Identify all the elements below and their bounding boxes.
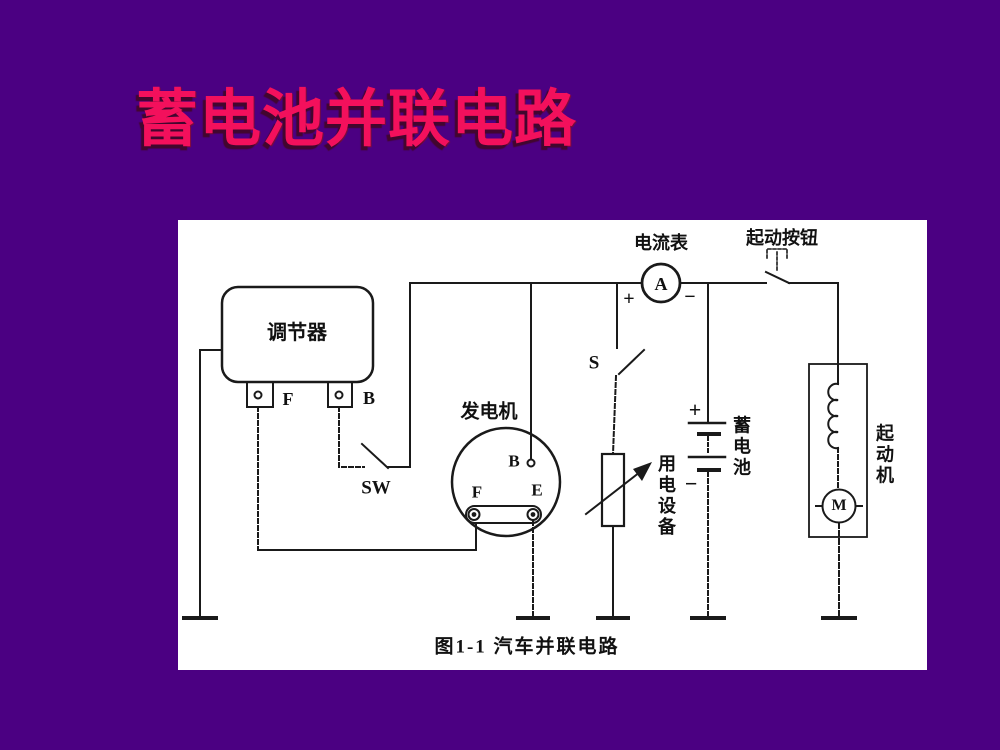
s-switch [611, 282, 646, 456]
load-resistor [584, 452, 652, 620]
arrow-icon [633, 462, 652, 481]
sw-switch-label: SW [361, 477, 391, 499]
circuit-schematic [182, 248, 868, 620]
starter-box [808, 363, 868, 620]
ammeter-symbol [640, 262, 682, 304]
battery-minus-sign: − [684, 471, 698, 496]
ammeter-label: 电流表 [634, 233, 688, 253]
ammeter-symbol-letter: A [654, 274, 668, 294]
regulator-label: 调节器 [267, 322, 327, 344]
ammeter-plus-sign: + [623, 288, 635, 310]
regulator-terminal-b-label: B [362, 388, 376, 408]
generator-symbol [450, 282, 562, 620]
generator-terminal-f-label: F [471, 482, 483, 502]
generator-terminal-b-label: B [508, 451, 520, 471]
figure-caption: 图1-1 汽车并联电路 [434, 636, 620, 658]
coil-icon [827, 382, 840, 450]
battery-label: 蓄电池 [731, 415, 751, 479]
ammeter-minus-sign: − [684, 286, 696, 308]
start-button-switch [764, 248, 791, 285]
battery-symbol [687, 282, 727, 620]
generator-terminal-e-label: E [531, 480, 543, 500]
regulator-box [220, 285, 375, 408]
slide-title: 蓄电池并联电路 [136, 86, 578, 154]
starter-label: 起动机 [874, 423, 894, 487]
wire-field [257, 406, 477, 551]
generator-label: 发电机 [460, 401, 518, 423]
load-label: 用电设备 [656, 454, 676, 538]
wire-top-bus [409, 282, 839, 385]
sw-switch [338, 282, 411, 470]
wire-regulator-ground [182, 349, 223, 620]
circuit-diagram-panel: 调节器 F B SW 发电机 B F E S 电流表 + − A 起动按钮 + … [178, 220, 927, 670]
s-switch-label: S [588, 352, 600, 374]
motor-symbol-letter: M [831, 497, 847, 514]
regulator-terminal-f-label: F [282, 389, 294, 409]
battery-plus-sign: + [688, 397, 702, 422]
start-button-label: 起动按钮 [746, 228, 818, 248]
